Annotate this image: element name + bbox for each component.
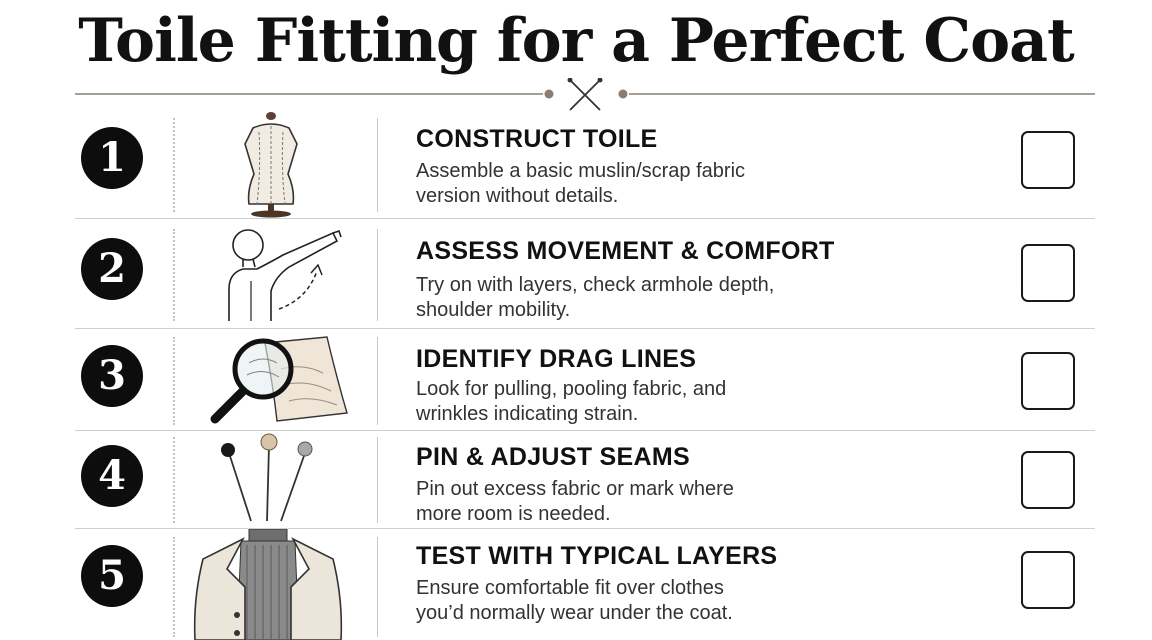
step-description: Assemble a basic muslin/scrap fabric ver…: [416, 160, 746, 207]
step-checkbox[interactable]: [1021, 131, 1075, 189]
step-checkbox[interactable]: [1021, 352, 1075, 410]
step-heading: PIN & ADJUST SEAMS: [416, 443, 690, 471]
step-description: Ensure comfortable fit over clothes you’…: [416, 577, 733, 624]
dress-form-icon: [244, 112, 298, 218]
step-number-badge: 2: [81, 238, 143, 300]
step-1: 1 CONSTRUCT TOILE Assemble a basic musli…: [75, 112, 1095, 219]
step-heading: ASSESS MOVEMENT & COMFORT: [416, 237, 835, 265]
step-description: Look for pulling, pooling fabric, and wr…: [416, 378, 727, 425]
step-number-badge: 5: [81, 545, 143, 607]
step-heading: TEST WITH TYPICAL LAYERS: [416, 542, 778, 570]
step-description: Try on with layers, check armhole depth,…: [416, 274, 775, 321]
step-number-badge: 1: [81, 127, 143, 189]
coat-layers-icon: [193, 529, 343, 640]
step-number-badge: 3: [81, 345, 143, 407]
raised-arm-figure-icon: [228, 229, 342, 321]
pins-icon: [221, 433, 313, 522]
step-checkbox[interactable]: [1021, 451, 1075, 509]
step-4: 4 PIN & ADJUST SEAMS Pin out excess fabr…: [75, 431, 1095, 529]
magnifier-fabric-icon: [210, 336, 348, 424]
step-heading: IDENTIFY DRAG LINES: [416, 345, 697, 373]
step-3: 3 IDENTIFY DRAG LINES Look for pulling, …: [75, 329, 1095, 431]
step-number-badge: 4: [81, 445, 143, 507]
crossed-pins-icon: [567, 78, 603, 111]
step-description: Pin out excess fabric or mark where more…: [416, 478, 734, 525]
step-2: 2 ASSESS MOVEMENT & COMFORT Try on with …: [75, 219, 1095, 329]
step-heading: CONSTRUCT TOILE: [416, 125, 658, 153]
step-checkbox[interactable]: [1021, 244, 1075, 302]
title-divider: [75, 78, 1095, 111]
page-title: Toile Fitting for a Perfect Coat: [78, 6, 1074, 76]
step-checkbox[interactable]: [1021, 551, 1075, 609]
step-5: 5 TEST WITH TYPICAL LAYERS Ensure comfor…: [75, 529, 1095, 640]
